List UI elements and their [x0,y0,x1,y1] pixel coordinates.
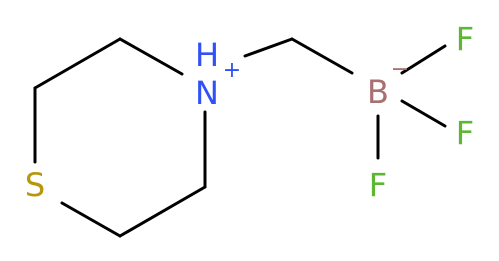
nitrogen-h-atom: H [195,36,219,74]
bond-ring-bottom [118,185,207,238]
fluorine-atom-2: F [456,114,474,152]
fluorine-atom-1: F [456,20,474,58]
bond-ring-top-left [33,37,122,90]
sulfur-atom: S [25,166,45,204]
boron-charge: − [391,57,409,82]
bond-s-ring-bottom [60,201,122,238]
fluorine-atom-3: F [369,166,387,204]
bond-n-ch2 [243,37,294,58]
bond-b-f2 [400,99,447,128]
bond-ch2-b [290,37,354,75]
bonds [33,37,447,238]
bond-b-f1 [400,44,447,75]
bond-ring-top [118,37,184,76]
boron-atom: B [367,73,389,111]
nitrogen-atom: N [195,74,219,112]
nitrogen-charge: + [223,58,241,83]
